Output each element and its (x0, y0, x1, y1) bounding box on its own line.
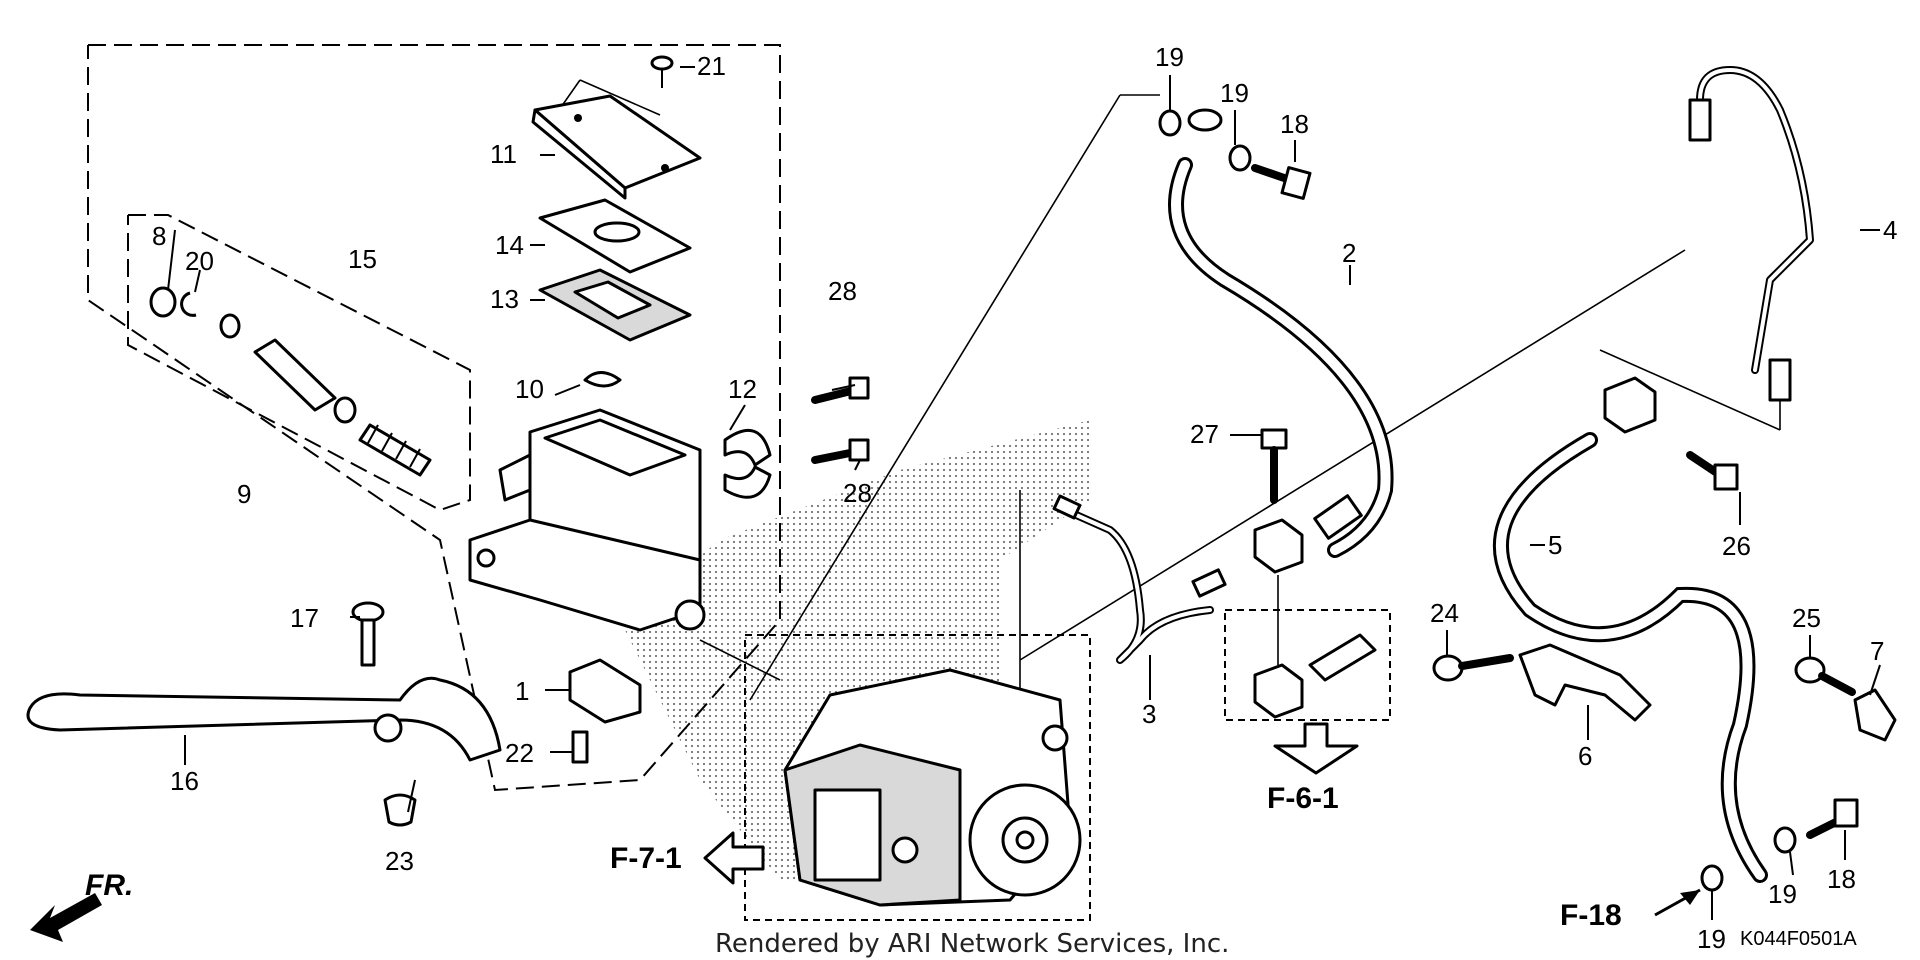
credit-text: Rendered by ARI Network Services, Inc. (715, 929, 1229, 959)
callout-7: 7 (1870, 636, 1884, 666)
callout-1: 1 (515, 676, 529, 706)
leader-long-e (699, 639, 781, 681)
callout-25: 25 (1792, 603, 1821, 633)
part-21-screw (650, 55, 674, 88)
callout-24: 24 (1430, 598, 1459, 628)
ref-f71: F-7-1 (610, 842, 682, 875)
f61-detail-hose (1308, 633, 1377, 682)
callout-3: 3 (1142, 699, 1156, 729)
part-19-washer-d (1700, 864, 1724, 892)
callout-18a: 18 (1280, 109, 1309, 139)
assembly-outline-9 (87, 44, 781, 792)
callout-11: 11 (490, 139, 517, 169)
part-19-washer-c (1773, 826, 1797, 854)
callout-18b: 18 (1827, 864, 1856, 894)
callout-14: 14 (495, 230, 524, 260)
part-19-washer-a (1158, 109, 1182, 137)
front-direction-arrow: FR. (30, 869, 133, 942)
callout-5: 5 (1548, 530, 1562, 560)
part-19-washer-b (1228, 144, 1252, 172)
ref-arrow-f18-head (1680, 890, 1700, 905)
callout-2: 2 (1342, 238, 1356, 268)
junction-block-upper (1253, 518, 1304, 574)
part-18-bolt-b (1806, 798, 1859, 839)
callout-28b: 28 (843, 478, 872, 508)
callout-12: 12 (728, 374, 757, 404)
callout-28a: 28 (828, 276, 857, 306)
ref-f18: F-18 (1560, 899, 1622, 932)
callout-19a: 19 (1155, 42, 1184, 72)
direction-label: FR. (85, 869, 133, 902)
callouts: 21 11 14 13 10 12 28 28 8 20 15 9 17 1 2… (152, 42, 1897, 954)
callout-17: 17 (290, 603, 319, 633)
part-3-pipe (1052, 494, 1227, 664)
part-10-float (583, 371, 622, 388)
callout-leaders (167, 66, 1881, 920)
diagram-code: K044F0501A (1740, 928, 1857, 950)
part-27-bolt (1260, 428, 1288, 504)
part-16-lever (26, 676, 502, 762)
part-7-clamp (1853, 688, 1897, 742)
part-1-switch (568, 658, 642, 724)
callout-26: 26 (1722, 531, 1751, 561)
leader-long-f (1599, 349, 1781, 431)
assembly-outline-15 (127, 214, 471, 512)
callout-22: 22 (505, 738, 534, 768)
part-11-cap (531, 94, 702, 200)
callout-19d: 19 (1697, 924, 1726, 954)
abs-modulator (783, 668, 1082, 907)
part-23-nut (383, 793, 417, 827)
leader-long-a (749, 94, 1121, 701)
leader-long-c (1019, 249, 1686, 661)
callout-21: 21 (697, 51, 726, 81)
part-5-hose (1492, 376, 1768, 883)
master-cylinder-body (468, 408, 706, 632)
callout-23: 23 (385, 846, 414, 876)
ref-arrow-f71 (703, 831, 765, 885)
ref-f61: F-6-1 (1267, 782, 1339, 815)
callout-19c: 19 (1768, 879, 1797, 909)
part-2-hose (1168, 108, 1394, 558)
part-13-diaphragm (538, 268, 692, 342)
leader-long-h (579, 79, 661, 116)
junction-block-lower (1253, 663, 1304, 719)
callout-19b: 19 (1220, 78, 1249, 108)
part-26-bolt (1686, 451, 1739, 491)
detail-box-f61 (1224, 609, 1391, 721)
callout-20: 20 (185, 246, 214, 276)
callout-9: 9 (237, 479, 251, 509)
callout-16: 16 (170, 766, 199, 796)
part-12-holder (723, 429, 772, 499)
part-24-bolt (1432, 654, 1514, 682)
callout-6: 6 (1578, 741, 1592, 771)
callout-10: 10 (515, 374, 544, 404)
part-14-plate (538, 198, 692, 274)
callout-13: 13 (490, 284, 519, 314)
callout-8: 8 (152, 221, 166, 251)
piston-parts (149, 286, 432, 477)
callout-27: 27 (1190, 419, 1219, 449)
callout-15: 15 (348, 244, 377, 274)
part-25-bolt (1794, 656, 1856, 696)
ref-arrow-f61 (1273, 722, 1359, 775)
callout-4: 4 (1883, 215, 1897, 245)
part-6-bracket (1518, 643, 1652, 722)
detail-box-abs (744, 634, 1091, 921)
part-4-pipe (1688, 66, 1814, 402)
part-17-pivot-bolt (351, 601, 385, 667)
part-18-bolt-a (1251, 164, 1312, 200)
part-22-screw (571, 730, 589, 764)
part-28-bolts (811, 376, 870, 464)
